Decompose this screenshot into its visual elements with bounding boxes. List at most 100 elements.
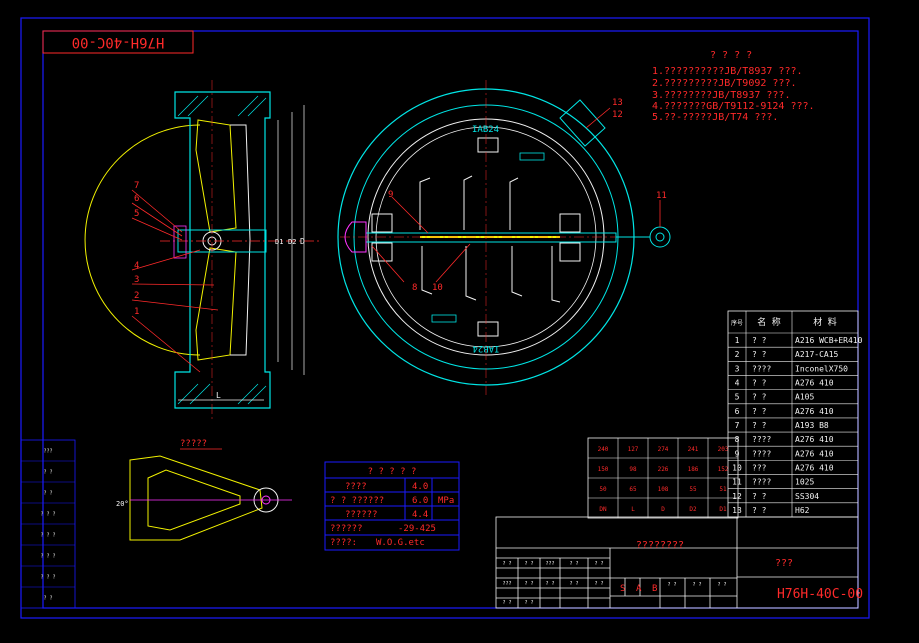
spec-title: ? ? ? ? ? xyxy=(368,467,417,477)
parts-cell-material: InconelX750 xyxy=(795,364,848,373)
section-callout: 2 xyxy=(134,291,139,301)
section-callout: 3 xyxy=(134,275,139,285)
title-small-cell: ? ? xyxy=(717,582,726,588)
plan-callout: 11 xyxy=(656,191,667,201)
note-line: 2.?????????JB/T9092 ???. xyxy=(652,78,797,89)
parts-cell-no: 10 xyxy=(732,463,742,472)
body-mark-top: IAB24 xyxy=(472,125,499,135)
dims-cell: 98 xyxy=(629,466,637,473)
parts-cell-no: 13 xyxy=(732,506,742,515)
detail-view: ????? 20° xyxy=(116,439,292,541)
grade-b: B xyxy=(652,584,657,594)
parts-cell-material: A105 xyxy=(795,393,814,402)
section-callout: 4 xyxy=(134,261,139,271)
parts-cell-no: 4 xyxy=(735,379,740,388)
parts-cell-no: 5 xyxy=(735,393,740,402)
parts-cell-material: A193 B8 xyxy=(795,421,829,430)
detail-title: ????? xyxy=(180,439,207,449)
revision-cell: ? ? xyxy=(43,470,52,476)
company-name: ???????? xyxy=(636,540,684,551)
parts-cell-no: 1 xyxy=(735,336,740,345)
parts-cell-name: ??? xyxy=(752,463,767,472)
parts-cell-material: A276 410 xyxy=(795,379,834,388)
parts-cell-name: ???? xyxy=(752,435,771,444)
parts-cell-name: ? ? xyxy=(752,421,767,430)
title-small-cell: ? ? xyxy=(524,600,533,606)
notes-heading: ? ? ? ? xyxy=(710,50,752,61)
dims-cell: 241 xyxy=(688,446,699,453)
spec-value: 4.0 xyxy=(412,482,428,492)
section-callout: 7 xyxy=(134,181,139,191)
parts-cell-material: A216 WCB+ER410 xyxy=(795,336,863,345)
revision-cell: ? ? xyxy=(43,596,52,602)
dims-cell: 226 xyxy=(658,466,669,473)
plan-view: IAB24 IAB24 xyxy=(337,80,671,395)
title-small-cell: ? ? xyxy=(502,561,511,567)
parts-cell-name: ???? xyxy=(752,478,771,487)
section-callout: 1 xyxy=(134,307,139,317)
parts-cell-no: 7 xyxy=(735,421,740,430)
technical-notes: ? ? ? ? 1.??????????JB/T8937 ???. 2.????… xyxy=(652,50,815,123)
spec-value: -29-425 xyxy=(398,524,436,534)
parts-cell-name: ? ? xyxy=(752,492,767,501)
spec-value: W.O.G.etc xyxy=(376,538,425,548)
parts-cell-material: A276 410 xyxy=(795,435,834,444)
dims-cell: D1 xyxy=(719,506,727,513)
dims-cell: 50 xyxy=(599,486,607,493)
parts-cell-name: ? ? xyxy=(752,350,767,359)
note-line: 1.??????????JB/T8937 ???. xyxy=(652,66,803,77)
parts-cell-no: 9 xyxy=(735,449,740,458)
revision-cell: ? ? ? xyxy=(40,554,55,560)
parts-table: 序号名 称材 料1? ?A216 WCB+ER4102? ?A217-CA153… xyxy=(727,310,863,518)
section-callout: 5 xyxy=(134,209,139,219)
body-mark-bottom: IAB24 xyxy=(472,343,499,353)
revision-cell: ? ? ? xyxy=(40,512,55,518)
dims-cell: 65 xyxy=(629,486,637,493)
dims-cell: 150 xyxy=(598,466,609,473)
plan-callout: 10 xyxy=(432,283,443,293)
note-line: 3.????????JB/T8937 ???. xyxy=(652,90,790,101)
note-line: 4.???????GB/T9112-9124 ???. xyxy=(652,101,815,112)
title-small-cell: ? ? xyxy=(545,581,554,587)
parts-cell-no: 3 xyxy=(735,364,740,373)
spec-value: 6.0 xyxy=(412,496,428,506)
spec-label: ?????? xyxy=(345,510,378,520)
dims-cell: 51 xyxy=(719,486,727,493)
title-small-cell: ? ? xyxy=(502,600,511,606)
dims-cell: 108 xyxy=(658,486,669,493)
parts-cell-material: A276 410 xyxy=(795,407,834,416)
dims-cell: D2 xyxy=(689,506,697,513)
dims-cell: 186 xyxy=(688,466,699,473)
dim-label-d2: D2 xyxy=(288,238,296,246)
title-small-cell: ? ? xyxy=(594,561,603,567)
title-small-cell: ??? xyxy=(545,561,554,567)
rotated-drawing-number-text: H76H-40C-00 xyxy=(72,34,165,50)
revision-cell: ? ? xyxy=(43,491,52,497)
grade-s: S xyxy=(620,584,625,594)
spec-label: ? ? ?????? xyxy=(330,496,384,506)
spec-table: ? ? ? ? ? ???? 4.0 ? ? ?????? 6.0 MPa ??… xyxy=(324,461,460,551)
parts-cell-name: ???? xyxy=(752,364,771,373)
parts-cell-material: A276 410 xyxy=(795,463,834,472)
revision-cell: ? ? ? xyxy=(40,533,55,539)
plan-callout: 12 xyxy=(612,110,623,120)
dim-label-l: L xyxy=(216,391,221,400)
title-small-cell: ??? xyxy=(502,581,511,587)
rotated-drawing-number: H76H-40C-00 xyxy=(42,30,194,54)
title-small-cell: ? ? xyxy=(569,581,578,587)
parts-cell-no: 8 xyxy=(735,435,740,444)
revision-cell: ??? xyxy=(43,449,52,455)
dims-cell: 127 xyxy=(628,446,639,453)
parts-cell-material: SS304 xyxy=(795,492,819,501)
parts-cell-no: 11 xyxy=(732,478,742,487)
note-line: 5.??-?????JB/T74 ???. xyxy=(652,112,778,123)
revision-cell: ? ? ? xyxy=(40,575,55,581)
dims-cell: 55 xyxy=(689,486,697,493)
parts-cell-name: ? ? xyxy=(752,379,767,388)
parts-header-no: 序号 xyxy=(731,319,743,327)
plan-callout: 8 xyxy=(412,283,417,293)
title-small-cell: ? ? xyxy=(667,582,676,588)
parts-cell-name: ? ? xyxy=(752,393,767,402)
parts-cell-no: 2 xyxy=(735,350,740,359)
